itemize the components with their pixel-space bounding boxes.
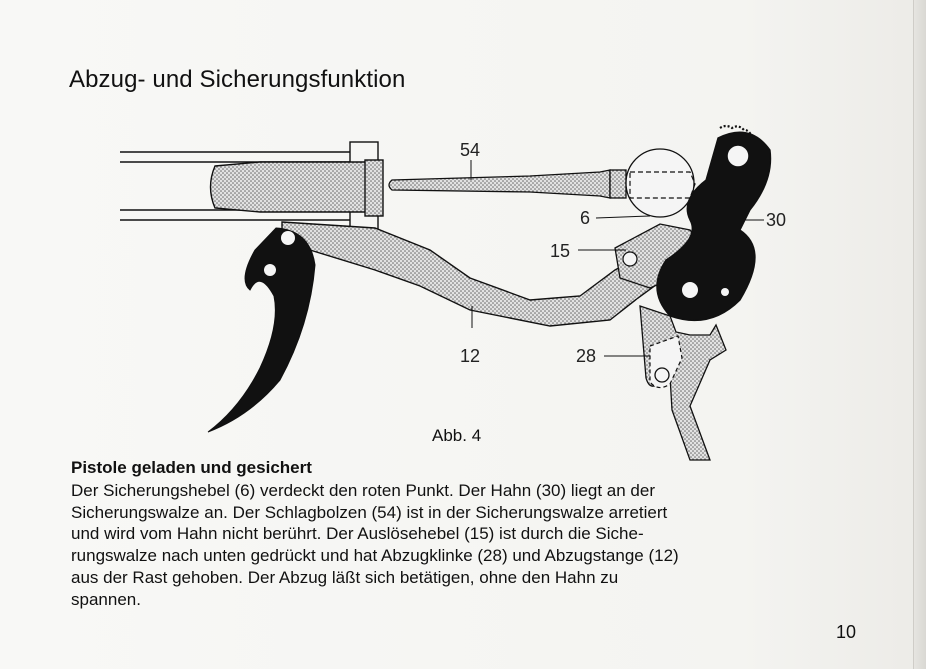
cartridge [209, 159, 384, 217]
callout-6-label: 6 [580, 208, 590, 228]
callout-28-label: 28 [576, 346, 596, 366]
striker-part [388, 169, 627, 199]
callout-30-label: 30 [766, 210, 786, 230]
page-gutter [913, 0, 926, 669]
body-line: rungswalze nach unten gedrückt und hat A… [71, 546, 679, 566]
trigger-bar [281, 221, 661, 327]
page-title: Abzug- und Sicherungsfunktion [69, 66, 406, 93]
sear [639, 305, 727, 461]
section-heading: Pistole geladen und gesichert [71, 458, 312, 477]
callout-15-label: 15 [550, 241, 570, 261]
body-line: spannen. [71, 589, 141, 609]
callout-leaders [470, 160, 764, 357]
safety-drum [625, 148, 696, 218]
hammer [656, 124, 772, 322]
trigger-mechanism-diagram: 54 6 30 15 12 28 [120, 124, 786, 461]
body-line: Sicherungswalze an. Der Schlagbolzen (54… [71, 502, 668, 522]
figure-caption: Abb. 4 [432, 426, 482, 445]
section-body: Der Sicherungshebel (6) verdeckt den rot… [71, 480, 871, 610]
body-line: und wird vom Hahn nicht berührt. Der Aus… [71, 524, 644, 544]
page-number: 10 [836, 622, 857, 642]
body-line: aus der Rast gehoben. Der Abzug läßt sic… [71, 567, 619, 587]
callout-12-label: 12 [460, 346, 480, 366]
trigger [207, 227, 316, 433]
body-line: Der Sicherungshebel (6) verdeckt den rot… [71, 481, 655, 500]
callout-54-label: 54 [460, 140, 480, 160]
